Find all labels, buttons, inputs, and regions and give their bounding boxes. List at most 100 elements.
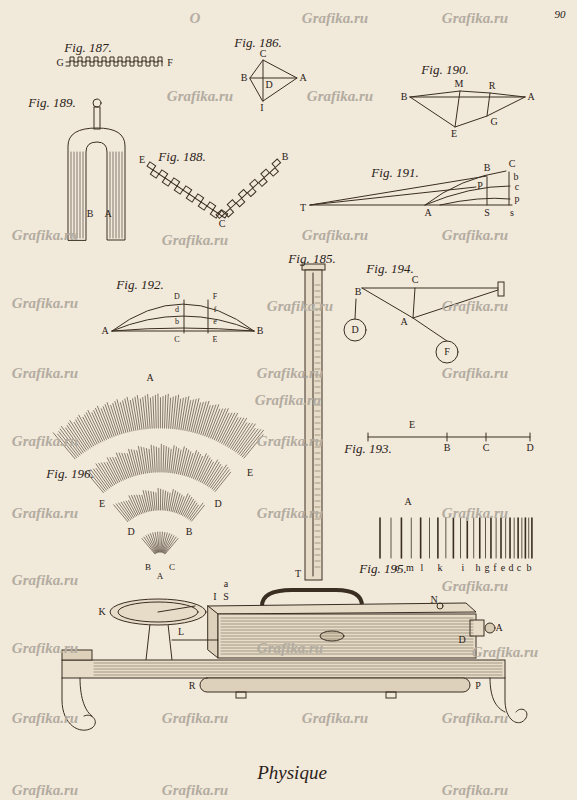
watermark: Grafika.ru [162, 233, 228, 248]
engraved-stroke [167, 448, 169, 472]
letter-label: B [282, 152, 289, 162]
engraved-stroke [162, 490, 164, 510]
engraved-stroke [138, 446, 143, 473]
engraved-stroke [155, 532, 158, 552]
letter-label: S [223, 592, 229, 602]
apparatus-part [118, 602, 198, 622]
engraved-stroke [150, 534, 157, 553]
watermark: Grafika.ru [472, 645, 538, 660]
apparatus-part [62, 660, 505, 678]
letter-label: R [489, 81, 496, 91]
engraved-stroke [83, 152, 84, 238]
figure-191-part [487, 172, 509, 205]
watermark: Grafika.ru [12, 711, 78, 726]
engraved-stroke [153, 492, 155, 510]
figure-label: Fig. 185. [288, 252, 335, 265]
figure-194-part [362, 288, 498, 341]
engraved-stroke [113, 458, 123, 481]
letter-label: f [214, 306, 217, 314]
apparatus-part [262, 590, 362, 606]
chain-link [227, 200, 236, 208]
engraved-stroke [239, 429, 258, 454]
letter-label: B [145, 563, 151, 572]
watermark: Grafika.ru [442, 366, 508, 381]
engraved-stroke [181, 397, 186, 429]
letter-label: e [213, 318, 217, 326]
letter-label: l [421, 563, 424, 573]
chain-link [261, 169, 270, 177]
letter-label: B [401, 92, 408, 102]
apparatus-part [386, 692, 396, 698]
letter-label: E [213, 336, 218, 344]
figure-186 [250, 60, 297, 101]
engraved-stroke [315, 411, 320, 412]
engraved-stroke [411, 518, 412, 558]
engraved-stroke [445, 518, 446, 558]
chain-link [207, 202, 216, 210]
engraved-stroke [315, 423, 320, 424]
apparatus-part [200, 678, 470, 692]
engraved-stroke [315, 333, 320, 334]
figure-194 [344, 282, 504, 363]
chain-link [186, 194, 195, 202]
letter-label: G [490, 117, 497, 127]
figure-186-part [250, 60, 297, 101]
engraved-stroke [175, 395, 179, 429]
apparatus-part [158, 606, 195, 612]
figure-192-part [112, 304, 254, 331]
letter-label: F [444, 347, 450, 357]
engraved-stroke [149, 449, 151, 472]
engraved-stroke [175, 449, 179, 474]
engraved-stroke [229, 418, 247, 447]
figure-194-part [362, 288, 498, 289]
engraved-stroke [129, 496, 138, 515]
engraved-stroke [315, 387, 320, 388]
letter-label: c [515, 182, 519, 192]
engraved-stroke [122, 152, 123, 238]
letter-label: C [509, 159, 516, 169]
tuning-fork-part [94, 107, 100, 129]
chain-link [247, 188, 256, 196]
apparatus [62, 264, 527, 730]
engraved-stroke [94, 672, 502, 673]
letter-label: C [219, 219, 226, 229]
letter-label: D [351, 325, 358, 335]
figure-190-part [410, 97, 525, 98]
figure-label: Fig. 187. [64, 41, 111, 54]
figure-label: Fig. 186. [234, 36, 281, 49]
engraved-stroke [94, 666, 502, 667]
engraved-stroke [496, 518, 497, 558]
engraved-stroke [116, 458, 125, 480]
tuning-fork-part [93, 99, 101, 107]
engraved-stroke [315, 357, 320, 358]
engraved-stroke [221, 639, 473, 640]
engraved-stroke [158, 488, 160, 510]
engraved-stroke [119, 152, 120, 238]
engraved-stroke [315, 453, 320, 454]
letter-label: b [175, 318, 179, 326]
chain-link [183, 186, 192, 194]
chain [66, 61, 162, 66]
engraved-stroke [71, 152, 72, 238]
letter-label: E [451, 129, 457, 139]
engraved-stroke [237, 429, 255, 454]
letter-label: A [404, 497, 411, 507]
engraved-stroke [160, 398, 161, 428]
watermark: Grafika.ru [12, 783, 78, 798]
engraved-stroke [153, 533, 158, 552]
letter-label: d [175, 306, 179, 314]
engraved-stroke [221, 627, 473, 628]
letter-label: P [475, 681, 481, 691]
watermark: Grafika.ru [12, 434, 78, 449]
letter-label: E [139, 155, 145, 165]
watermark: Grafika.ru [302, 711, 368, 726]
watermark: Grafika.ru [307, 89, 373, 104]
engraved-stroke [166, 492, 168, 510]
engraved-stroke [96, 468, 110, 487]
engraved-stroke [142, 495, 147, 512]
engraved-stroke [391, 518, 392, 558]
page-number: 90 [555, 9, 566, 20]
engraved-stroke [315, 543, 320, 544]
engraved-stroke [200, 460, 211, 482]
figure-194-part [355, 299, 356, 319]
